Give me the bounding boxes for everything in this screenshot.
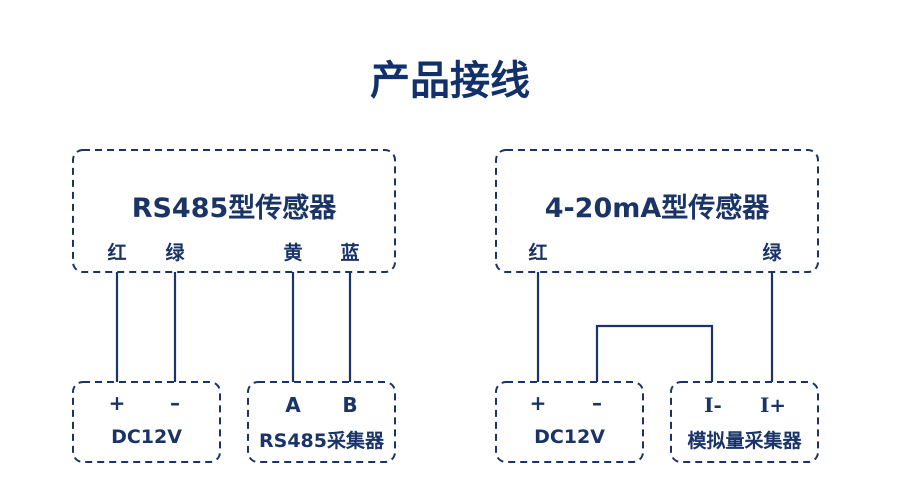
wire-label-red: 红 [107,242,127,264]
left-minus-terminal: – [170,391,180,415]
terminal-i-minus: I- [704,393,722,417]
wire-label-red-right: 红 [528,242,548,264]
wire-label-green: 绿 [165,242,185,264]
rs485-collector-box [247,381,396,463]
right-dc12v-box [495,381,644,463]
jumper-wire [595,324,714,382]
analog-sensor-box [495,149,819,273]
terminal-b: B [342,393,358,417]
page-title: 产品接线 [370,58,530,104]
terminal-a: A [285,393,301,417]
right-dc12v-label: DC12V [534,426,605,448]
wire-label-blue: 蓝 [340,242,360,264]
left-dc12v-box [72,381,221,463]
right-minus-terminal: – [592,391,602,415]
analog-collector-box [670,381,819,463]
terminal-i-plus: I+ [759,393,787,417]
left-plus-terminal: + [108,391,126,415]
rs485-sensor-box [72,149,396,273]
analog-sensor-label: 4-20mA型传感器 [544,193,770,224]
right-plus-terminal: + [529,391,547,415]
analog-collector-label: 模拟量采集器 [687,430,802,452]
left-dc12v-label: DC12V [111,426,182,448]
rs485-sensor-label: RS485型传感器 [131,193,337,224]
wire-label-yellow: 黄 [283,242,303,264]
rs485-collector-label: RS485采集器 [259,430,384,452]
wire-label-green-right: 绿 [762,242,782,264]
